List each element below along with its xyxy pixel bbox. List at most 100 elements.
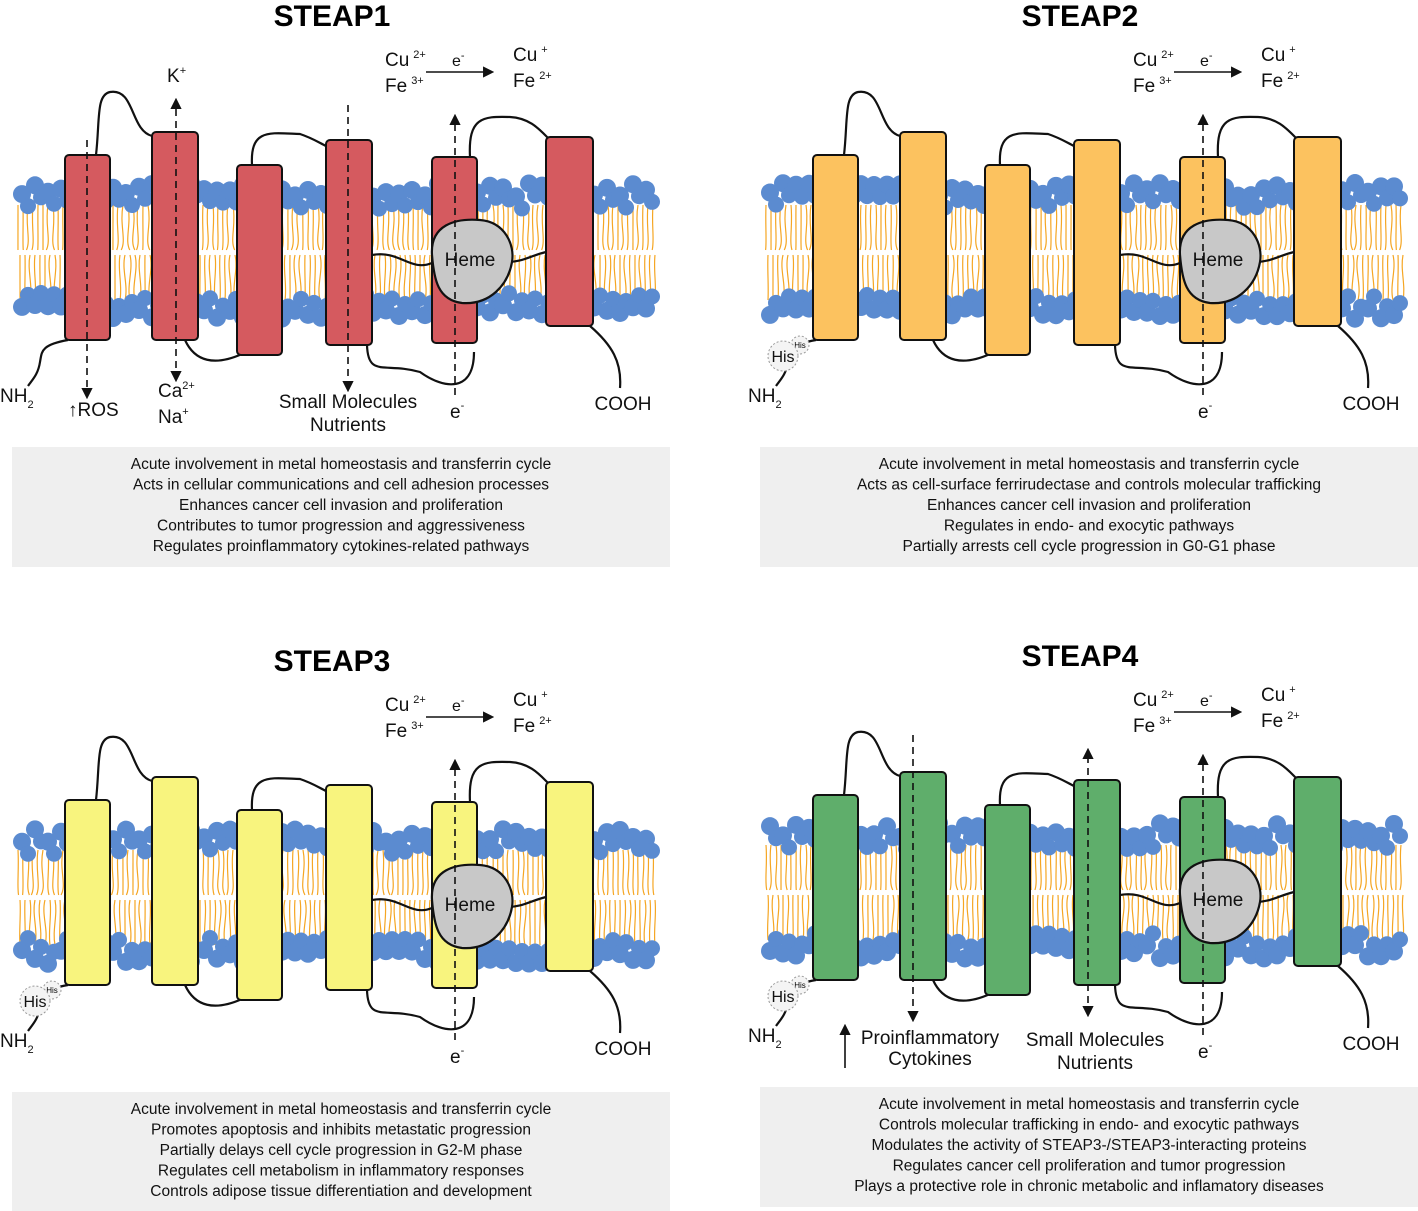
transmembrane-helix-1: [64, 799, 111, 986]
his-label: His: [771, 349, 794, 366]
copper-1plus-label: Cu+: [1261, 44, 1296, 66]
function-line: Regulates proinflammatory cytokines-rela…: [153, 538, 530, 555]
function-line: Acute involvement in metal homeostasis a…: [131, 456, 551, 473]
transmembrane-helix-6: [545, 136, 594, 327]
description-background: [760, 1087, 1418, 1207]
function-line: Acute involvement in metal homeostasis a…: [131, 1101, 551, 1118]
function-line: Enhances cancer cell invasion and prolif…: [179, 497, 503, 514]
potassium-label: K+: [167, 65, 186, 87]
his-label: His: [23, 994, 46, 1011]
c-terminus-label: COOH: [1343, 394, 1400, 415]
function-description-box: Acute involvement in metal homeostasis a…: [12, 447, 670, 567]
heme-label: Heme: [1193, 890, 1244, 911]
c-terminus-label: COOH: [595, 394, 652, 415]
function-description-box: Acute involvement in metal homeostasis a…: [12, 1092, 670, 1211]
heme-label: Heme: [445, 895, 496, 916]
function-line: Contributes to tumor progression and agg…: [157, 518, 525, 535]
reaction-electron-label: e-: [452, 695, 465, 715]
transmembrane-helix-3: [236, 809, 283, 1001]
panel-title: STEAP3: [274, 645, 391, 678]
function-line: Acute involvement in metal homeostasis a…: [879, 1096, 1299, 1113]
transmembrane-helix-1: [812, 794, 859, 981]
transmembrane-helix-2: [899, 771, 947, 981]
transmembrane-helix-4: [1073, 139, 1121, 346]
function-line: Regulates cell metabolism in inflammator…: [158, 1163, 524, 1180]
electron-label: e-: [450, 400, 465, 423]
n-terminus-label: NH2: [0, 1031, 34, 1056]
function-line: Modulates the activity of STEAP3-/STEAP3…: [871, 1137, 1306, 1154]
description-background: [760, 447, 1418, 567]
n-terminus-label: NH2: [0, 386, 34, 411]
electron-label: e-: [1198, 1040, 1213, 1063]
function-line: Controls adipose tissue differentiation …: [150, 1183, 532, 1200]
c-terminus-label: COOH: [595, 1039, 652, 1060]
his-small-label: His: [46, 986, 58, 995]
panel-title: STEAP2: [1022, 0, 1139, 33]
function-line: Partially arrests cell cycle progression…: [902, 538, 1275, 555]
function-description-box: Acute involvement in metal homeostasis a…: [760, 447, 1418, 567]
function-line: Plays a protective role in chronic metab…: [854, 1178, 1324, 1195]
n-terminus-label: NH2: [748, 386, 782, 411]
small-molecules-label: Small Molecules: [1026, 1030, 1164, 1051]
his-small-label: His: [794, 981, 806, 990]
transmembrane-helix-6: [545, 781, 594, 972]
protein-loops: [775, 90, 1370, 389]
description-background: [12, 1092, 670, 1211]
proinflammatory-label: Proinflammatory: [861, 1028, 1000, 1049]
function-line: Regulates in endo- and exocytic pathways: [944, 518, 1235, 535]
function-line: Partially delays cell cycle progression …: [160, 1142, 523, 1159]
calcium-label: Ca2+: [158, 380, 195, 402]
transmembrane-helix-3: [984, 804, 1031, 996]
reaction-electron-label: e-: [1200, 50, 1213, 70]
transmembrane-helix-6: [1293, 776, 1342, 967]
cytokines-label: Cytokines: [888, 1049, 971, 1070]
transmembrane-helix-3: [236, 164, 283, 356]
nutrients-label: Nutrients: [1057, 1053, 1133, 1074]
copper-1plus-label: Cu+: [513, 44, 548, 66]
transmembrane-helix-4: [325, 784, 373, 991]
n-terminus-label: NH2: [748, 1026, 782, 1051]
transmembrane-helix-3: [984, 164, 1031, 356]
transmembrane-helix-1: [812, 154, 859, 341]
sodium-label: Na+: [158, 406, 189, 428]
protein-loops: [775, 730, 1370, 1029]
function-line: Promotes apoptosis and inhibits metastat…: [151, 1122, 531, 1139]
reaction-electron-label: e-: [1200, 690, 1213, 710]
function-line: Acute involvement in metal homeostasis a…: [879, 456, 1299, 473]
reaction-electron-label: e-: [452, 50, 465, 70]
transmembrane-helix-2: [151, 131, 199, 341]
small-molecules-label: Small Molecules: [279, 392, 417, 413]
panel-title: STEAP1: [274, 0, 391, 33]
electron-label: e-: [450, 1045, 465, 1068]
nutrients-label: Nutrients: [310, 415, 386, 436]
ros-label: ↑ROS: [68, 400, 119, 421]
his-label: His: [771, 989, 794, 1006]
function-line: Acts in cellular communications and cell…: [133, 477, 549, 494]
description-background: [12, 447, 670, 567]
function-line: Enhances cancer cell invasion and prolif…: [927, 497, 1251, 514]
transmembrane-helix-6: [1293, 136, 1342, 327]
protein-loops: [27, 735, 622, 1034]
panel-title: STEAP4: [1022, 640, 1139, 673]
transmembrane-helix-4: [325, 139, 373, 346]
his-small-label: His: [794, 341, 806, 350]
